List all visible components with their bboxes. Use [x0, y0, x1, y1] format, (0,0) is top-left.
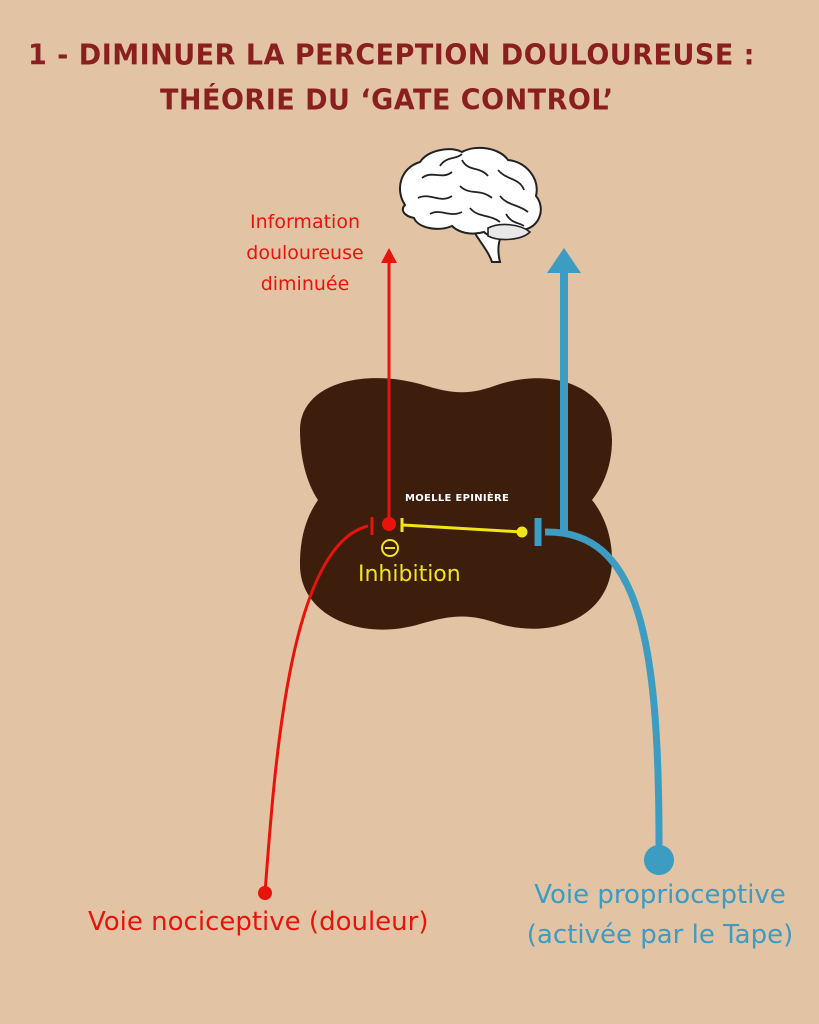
brain-icon [399, 146, 542, 263]
proprioceptive-fiber [534, 518, 674, 875]
proprioceptive-output-arrow [547, 248, 581, 532]
inhibition-minus-icon [381, 539, 399, 557]
nociceptive-fiber [258, 517, 396, 900]
nociceptive-pathway-label: Voie nociceptive (douleur) [88, 907, 429, 937]
pain-output-arrow [381, 248, 397, 523]
pain-info-line-1: Information [250, 211, 360, 233]
spinal-cord-shape [300, 378, 612, 630]
pain-info-label: Information douloureuse diminuée [230, 207, 380, 300]
pain-info-line-2: douloureuse [246, 242, 364, 264]
pain-info-line-3: diminuée [260, 273, 350, 295]
inhibitory-interneuron [400, 518, 528, 538]
proprio-line-1: Voie proprioceptive [534, 880, 786, 910]
inhibition-label: Inhibition [358, 562, 461, 587]
title-line-2: THÉORIE DU ‘GATE CONTROL’ [160, 84, 614, 117]
spinal-cord-label: MOELLE EPINIÈRE [405, 493, 510, 504]
title-line-1: 1 - DIMINUER LA PERCEPTION DOULOUREUSE : [28, 39, 755, 72]
proprioceptive-pathway-label: Voie proprioceptive (activée par le Tape… [505, 875, 815, 955]
proprio-line-2: (activée par le Tape) [526, 920, 794, 950]
